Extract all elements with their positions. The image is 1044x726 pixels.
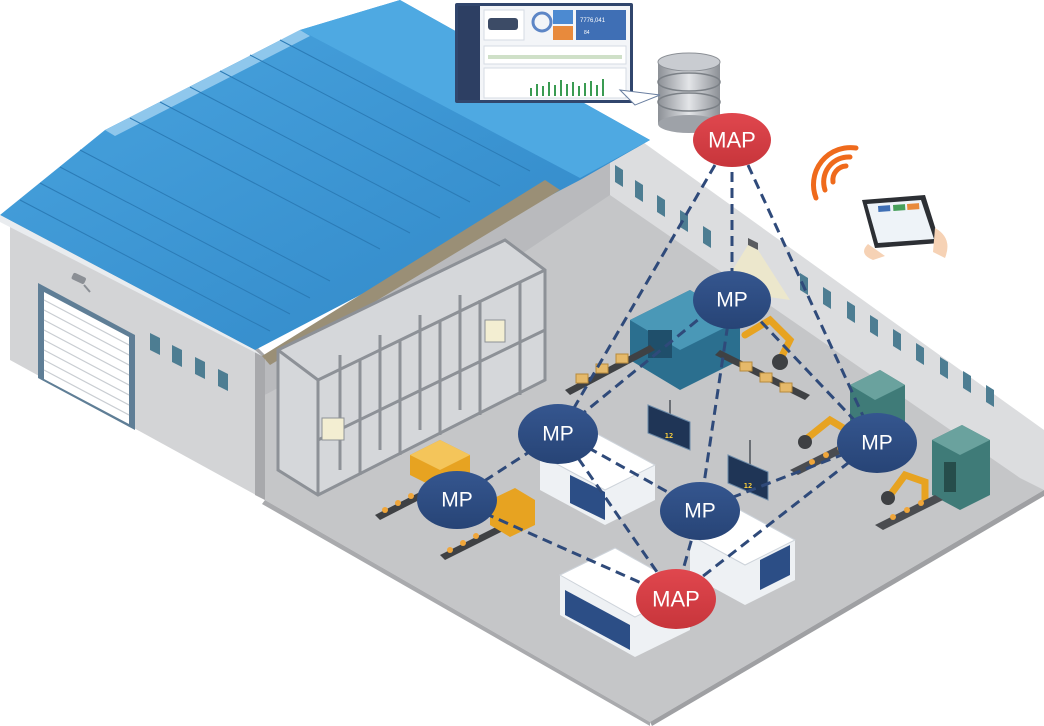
mp-node-left-low-label: MP bbox=[441, 489, 473, 512]
roof-fascia bbox=[0, 215, 262, 356]
robot-arm-right-2 bbox=[881, 470, 929, 505]
floor-edge bbox=[262, 500, 650, 726]
link-mpleft-mapbottom bbox=[558, 431, 677, 599]
link-mpright-mapbottom bbox=[674, 440, 876, 600]
info-board-b: 12 bbox=[727, 440, 769, 501]
wifi-signal-icon bbox=[810, 145, 859, 201]
dashboard-monitor-icon: 7776,041 84 bbox=[455, 3, 661, 106]
dashboard-mini-bars bbox=[530, 79, 604, 96]
garage-door-panel bbox=[44, 292, 129, 424]
map-node-bottom[interactable]: MAP bbox=[636, 569, 716, 629]
frame-control-boxes bbox=[321, 319, 506, 441]
back-wall-right bbox=[600, 140, 1044, 490]
mp-node-top-label: MP bbox=[716, 289, 748, 312]
left-yellow-machine bbox=[375, 440, 535, 560]
link-mptop-mpleft bbox=[559, 308, 711, 434]
right-machine-2 bbox=[932, 425, 990, 510]
mp-node-right-label: MP bbox=[861, 432, 893, 455]
mp-node-center-label: MP bbox=[684, 500, 716, 523]
mp-node-right[interactable]: MP bbox=[837, 413, 917, 473]
map-node-top-label: MAP bbox=[708, 128, 756, 153]
link-maptop-mpright bbox=[746, 164, 877, 443]
garage-door bbox=[0, 0, 1, 1]
mp-node-left[interactable]: MP bbox=[518, 404, 598, 464]
mp-node-left-label: MP bbox=[542, 423, 574, 446]
mp-node-left-low[interactable]: MP bbox=[417, 471, 497, 529]
front-wall-windows bbox=[150, 333, 228, 391]
dashboard-metric-unit: 84 bbox=[584, 30, 590, 36]
info-board-a: 12 bbox=[647, 400, 691, 451]
steel-frame-structure bbox=[276, 238, 547, 497]
mp-node-top[interactable]: MP bbox=[693, 271, 771, 329]
map-node-top[interactable]: MAP bbox=[693, 113, 771, 167]
front-wall-shadow bbox=[255, 345, 265, 500]
map-node-bottom-label: MAP bbox=[652, 587, 700, 612]
security-camera-icon bbox=[71, 272, 91, 293]
link-mpleftlow-mapbottom bbox=[454, 498, 676, 600]
link-mptop-mpcenter bbox=[698, 309, 732, 511]
front-wall-left bbox=[10, 215, 265, 500]
info-board-b-value: 12 bbox=[744, 482, 752, 490]
roof-ridge bbox=[105, 30, 310, 136]
mp-node-center[interactable]: MP bbox=[660, 482, 740, 540]
garage-door-slats bbox=[43, 299, 130, 416]
link-maptop-mpleft bbox=[558, 164, 717, 433]
dashboard-metric-value: 7776,041 bbox=[580, 18, 606, 24]
back-wall-windows bbox=[615, 165, 994, 407]
top-conveyor-boxes bbox=[575, 353, 793, 393]
roof-panel-lines bbox=[19, 39, 531, 332]
info-board-a-value: 12 bbox=[665, 432, 673, 440]
robot-arm-top bbox=[741, 315, 795, 370]
tablet-icon bbox=[862, 195, 948, 260]
roof-gable bbox=[262, 180, 560, 365]
floor-right-edge bbox=[650, 490, 1044, 726]
